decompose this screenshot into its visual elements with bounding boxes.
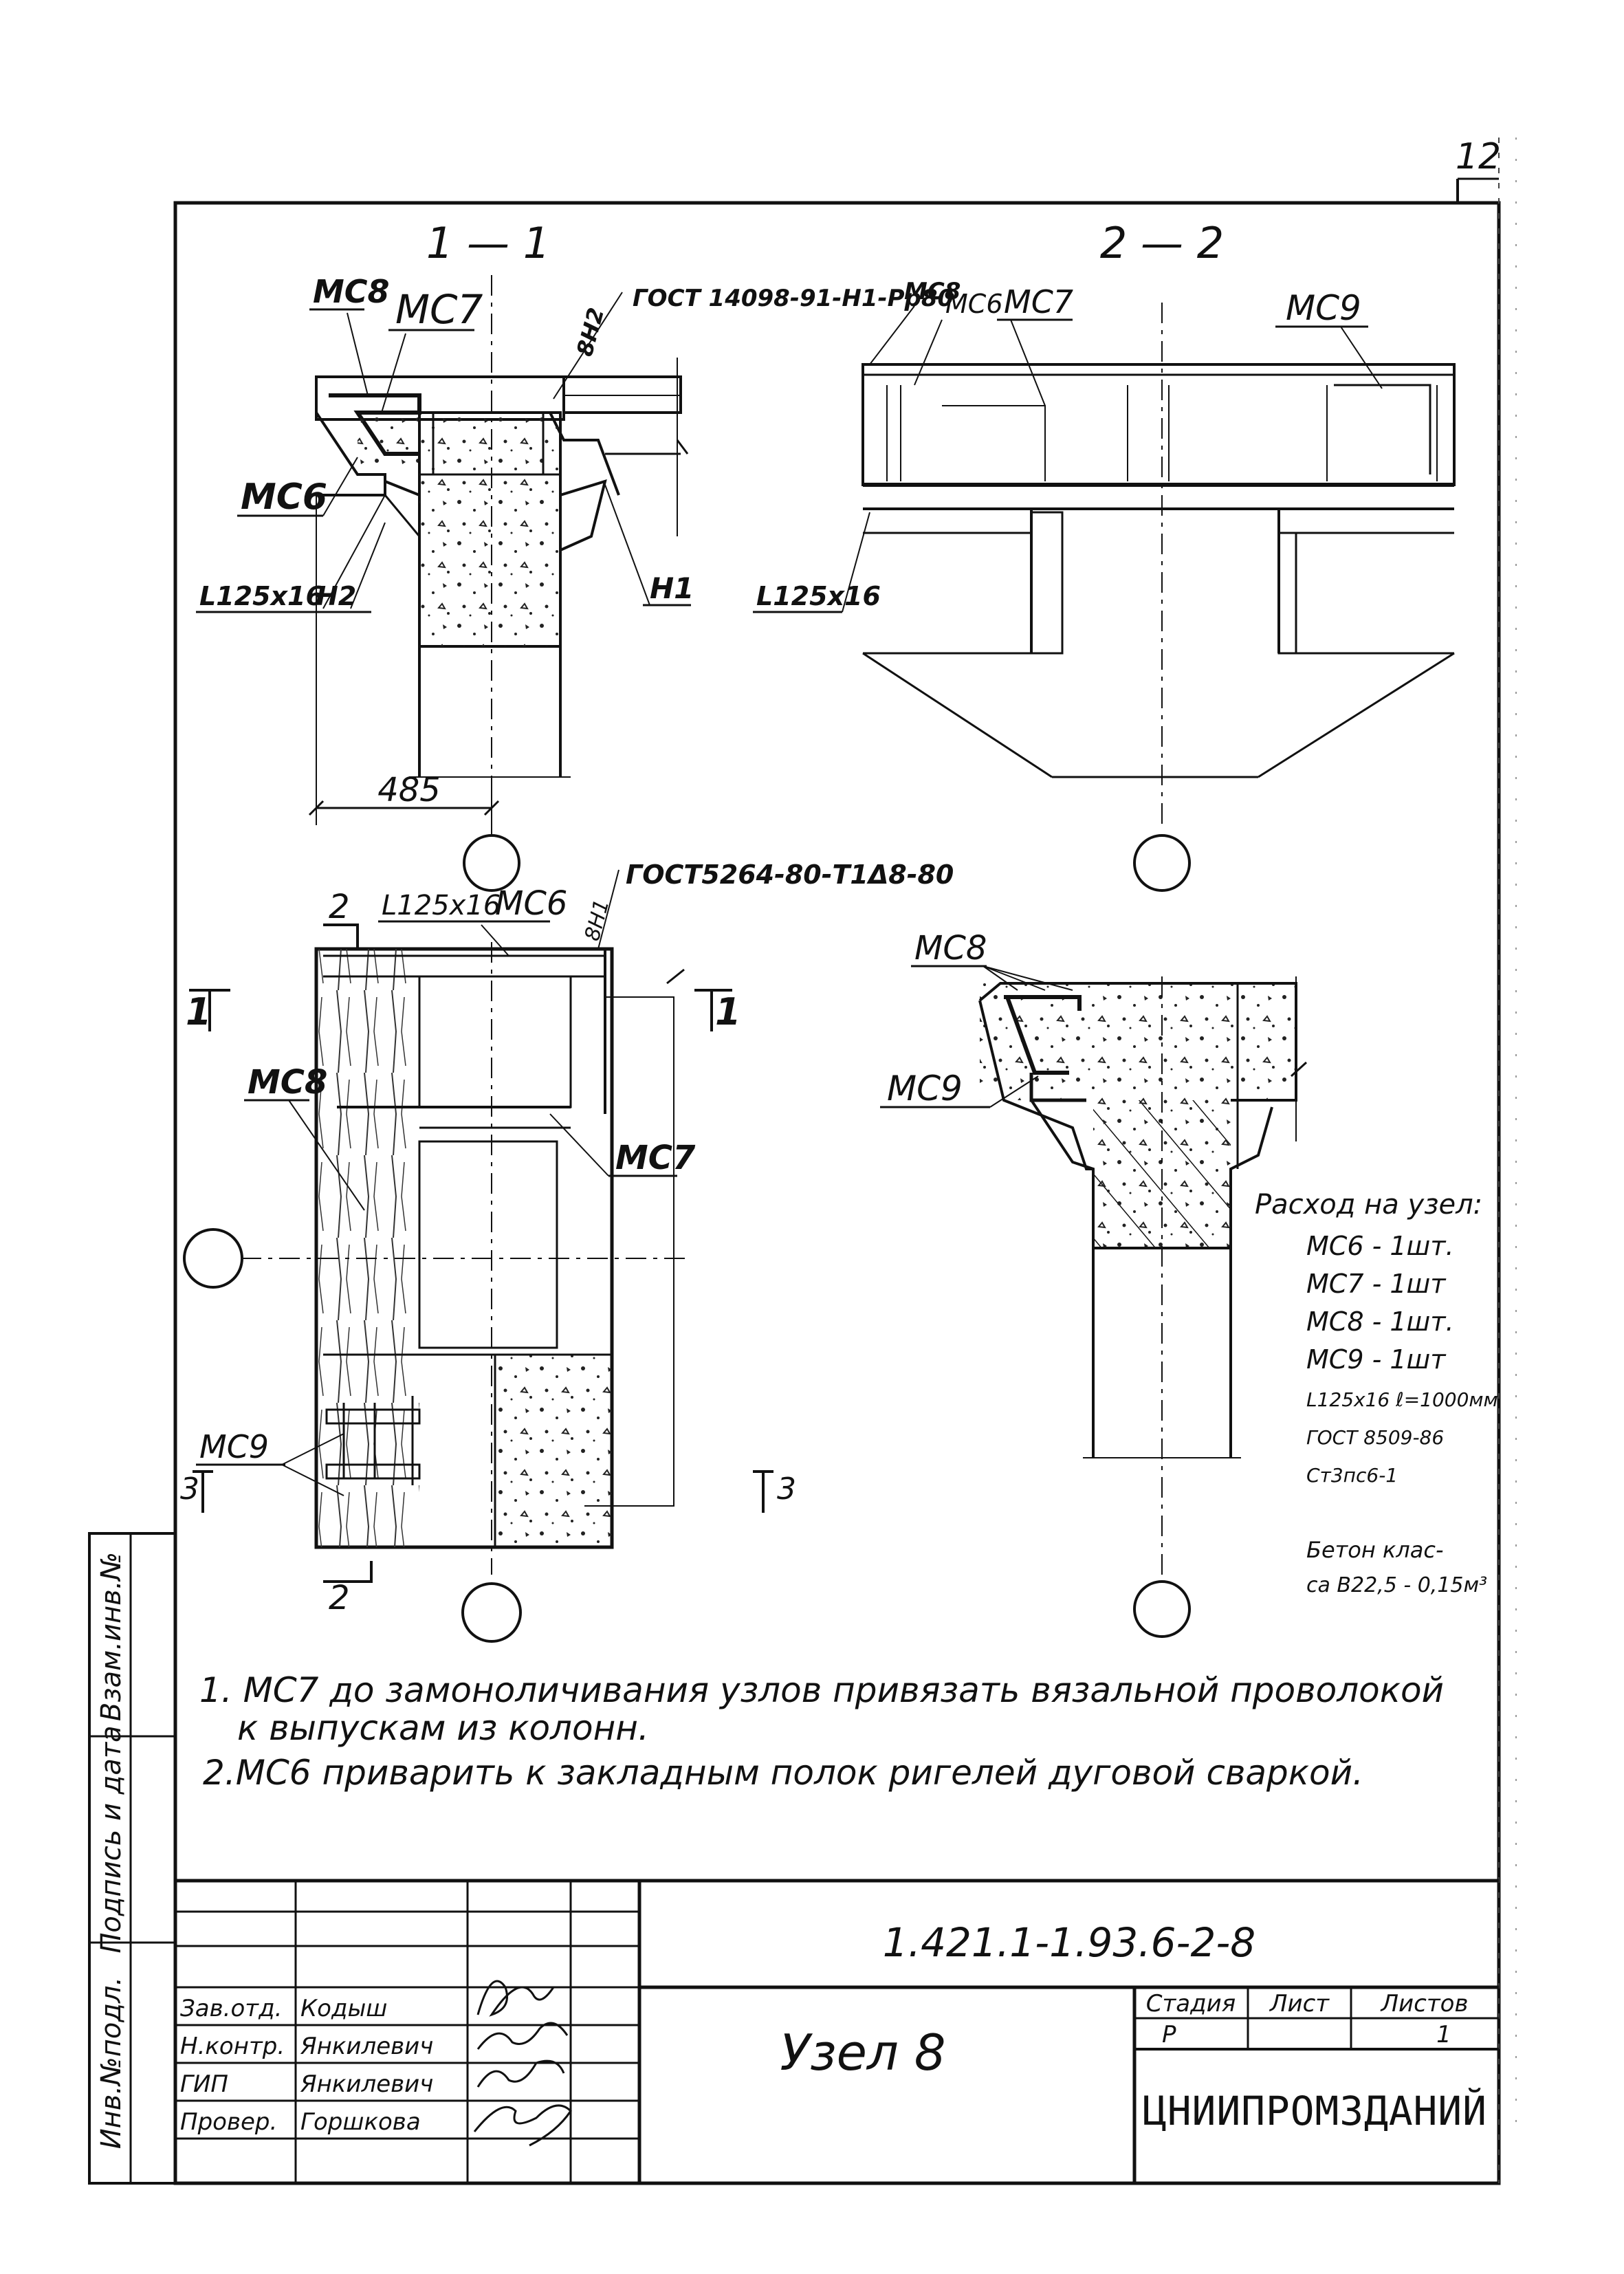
drawing-title: Узел 8: [780, 2024, 945, 2081]
axis-bubble: [463, 834, 520, 892]
consumption-line-2: МС7 - 1шт: [1306, 1269, 1447, 1299]
label-mc6-a: МС6: [241, 477, 327, 518]
label-mc7-a: МС7: [395, 286, 483, 333]
notes: 1. МС7 до замоноличивания узлов привязат…: [199, 1670, 1444, 1793]
consumption-header: Расход на узел:: [1255, 1189, 1482, 1221]
consumption-line-6: ГОСТ 8509-86: [1306, 1426, 1444, 1449]
stage-header: Стадия: [1146, 1990, 1236, 2018]
label-gost-a: ГОСТ 14098-91-Н1-Рр80: [633, 285, 954, 312]
sig-name-2: Янкилевич: [300, 2033, 433, 2060]
section-1-1: 1 — 1 485 МС8: [196, 218, 954, 892]
label-mc8-c: МС8: [248, 1063, 327, 1102]
sheets-header: Листов: [1379, 1990, 1468, 2018]
sig-role-1: Зав.отд.: [180, 1995, 282, 2022]
handwritten-signatures: [473, 1980, 572, 2147]
label-h2: Н2: [316, 581, 356, 611]
page-number: 12: [1456, 136, 1501, 177]
sig-name-3: Янкилевич: [300, 2070, 433, 2098]
drawing-code: 1.421.1-1.93.6-2-8: [883, 1919, 1255, 1966]
concrete-line-1: Бетон клас-: [1306, 1537, 1443, 1563]
organization: ЦНИИПРОМЗДАНИЙ: [1143, 2087, 1486, 2134]
dim-485: 485: [377, 771, 441, 809]
axis-bubble: [461, 1582, 522, 1643]
label-mc7-c: МС7: [615, 1139, 696, 1177]
axis-bubble: [1133, 1580, 1191, 1638]
note-1: 1. МС7 до замоноличивания узлов привязат…: [199, 1670, 1444, 1710]
consumption-line-5: L125x16 ℓ=1000мм: [1306, 1388, 1498, 1411]
axis-bubble: [183, 1228, 243, 1289]
axis-bubble: [1133, 834, 1191, 892]
note-2: 2.МС6 приварить к закладным полок ригеле…: [203, 1753, 1363, 1793]
section-3-3: МС8 МС9: [880, 929, 1308, 1638]
sig-name-1: Кодыш: [300, 1995, 387, 2022]
label-8h2: 8Н2: [571, 305, 609, 359]
label-mc9-a: МС9: [1286, 288, 1361, 328]
label-mc9-b: МС9: [199, 1428, 269, 1465]
label-gost-b: ГОСТ5264-80-Т1Δ8-80: [626, 860, 954, 890]
consumption-line-1: МС6 - 1шт.: [1306, 1231, 1454, 1261]
inner-frame: [173, 201, 1501, 2185]
label-mc6-b: МС6: [945, 289, 1003, 319]
consumption-line-4: МС9 - 1шт: [1306, 1344, 1447, 1375]
margin-strip: [88, 1532, 177, 2185]
label-mc6-c: МС6: [495, 884, 567, 923]
consumption-block: Расход на узел: МС6 - 1шт. МС7 - 1шт МС8…: [1255, 1189, 1498, 1597]
label-mc9-c: МС9: [887, 1069, 963, 1108]
section-1-left: 1: [186, 990, 212, 1034]
sig-role-3: ГИП: [180, 2070, 228, 2098]
label-8n1: 8Н1: [580, 897, 615, 943]
section-1-1-title: 1 — 1: [426, 218, 550, 268]
section-3-right: 3: [777, 1472, 796, 1507]
section-2-2-title: 2 — 2: [1100, 218, 1224, 268]
section-2-top: 2: [329, 888, 350, 926]
label-mc7-b: МС7: [1004, 283, 1073, 320]
margin-replace-inv: Взам.инв.№: [96, 1552, 127, 1721]
label-mc8-a: МС8: [313, 273, 390, 310]
plan-view: ГОСТ5264-80-Т1Δ8-80 2 L125x16 МС6 8Н1: [180, 860, 954, 1643]
sig-name-4: Горшкова: [300, 2108, 421, 2136]
margin-inv-no: Инв.№подл.: [96, 1977, 127, 2150]
section-3-left: 3: [180, 1472, 199, 1507]
margin-sign-date: Подпись и дата: [96, 1725, 127, 1953]
label-mc8-b: МС8: [904, 278, 961, 305]
stage-value: Р: [1162, 2021, 1176, 2048]
note-1-cont: к выпускам из колонн.: [237, 1708, 649, 1748]
label-mc8-d: МС8: [914, 929, 987, 967]
consumption-line-3: МС8 - 1шт.: [1306, 1307, 1454, 1337]
concrete-line-2: са В22,5 - 0,15м³: [1306, 1573, 1487, 1597]
section-1-right: 1: [715, 990, 741, 1034]
label-n1: Н1: [650, 571, 694, 605]
section-2-bottom: 2: [329, 1579, 350, 1617]
section-2-2: 2 — 2 МС8 МС6 МС7 МС9 L125x16: [753, 218, 1456, 892]
label-angle-a: L125x16: [199, 581, 324, 611]
sheets-value: 1: [1436, 2021, 1451, 2048]
consumption-line-7: Ст3пс6-1: [1306, 1464, 1398, 1487]
title-block: Зав.отд. Кодыш Н.контр. Янкилевич ГИП Ян…: [175, 1879, 1499, 2183]
sig-role-2: Н.контр.: [180, 2033, 285, 2060]
label-angle-b: L125x16: [756, 581, 881, 611]
sheet-header: Лист: [1269, 1990, 1330, 2018]
sig-role-4: Провер.: [180, 2108, 277, 2136]
label-angle-c: L125x16: [382, 890, 501, 921]
